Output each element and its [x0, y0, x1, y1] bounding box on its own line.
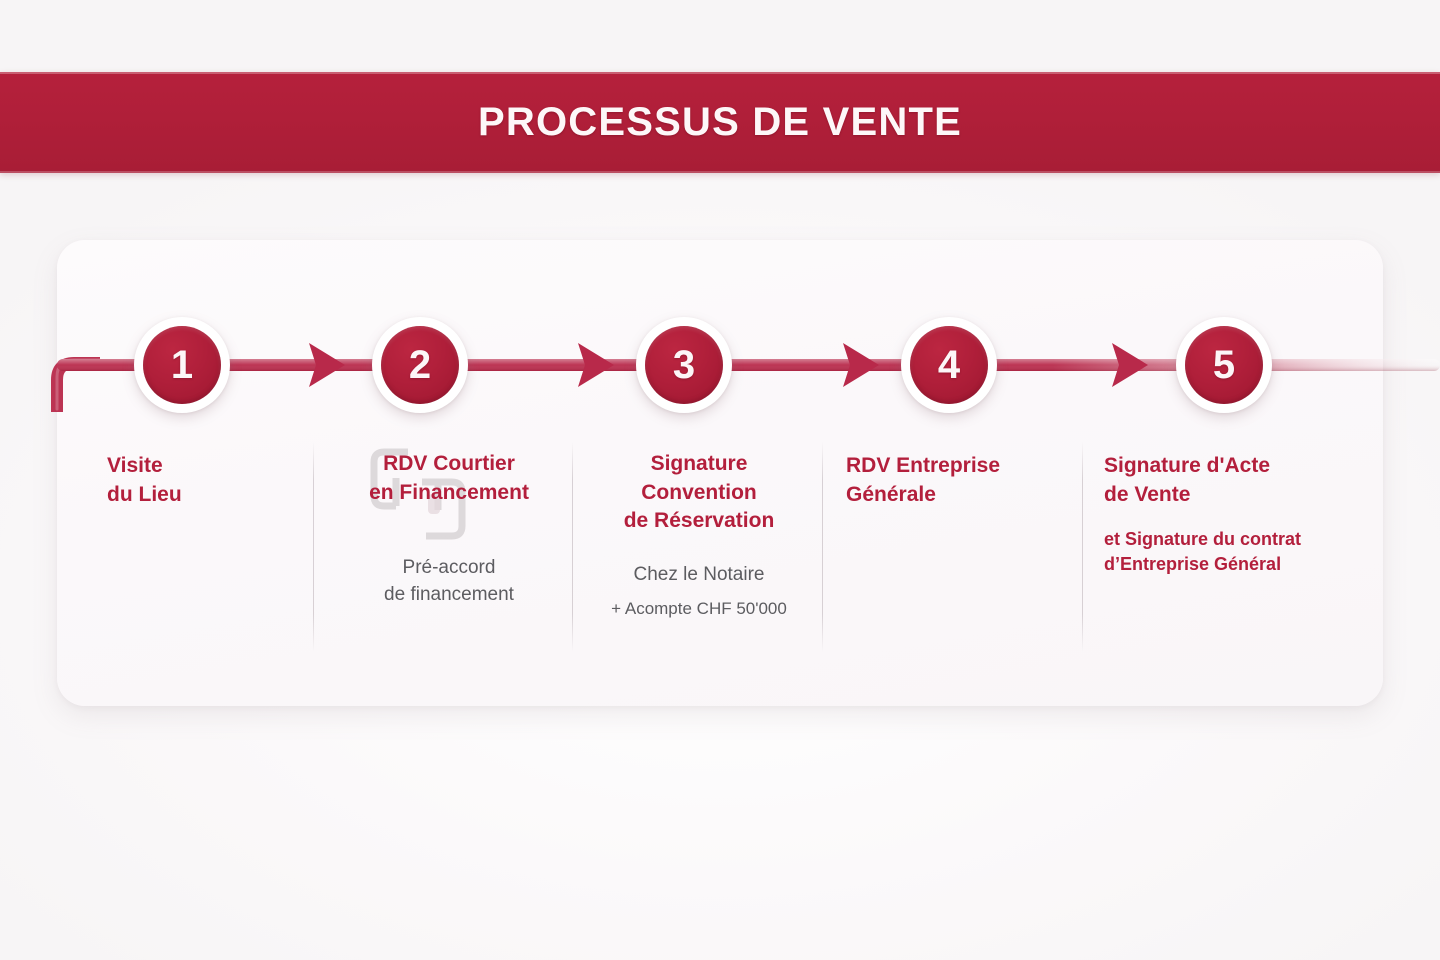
step-circle-3[interactable]: 3 — [636, 317, 732, 413]
step-title-1: Visite du Lieu — [107, 454, 182, 506]
page-title: PROCESSUS DE VENTE — [478, 100, 962, 144]
column-separator-4 — [1082, 442, 1083, 652]
step-title-5: Signature d'Acte de Vente — [1104, 454, 1271, 506]
process-card — [57, 240, 1383, 706]
step-subtitle-5: et Signature du contrat d’Entreprise Gén… — [1104, 529, 1302, 575]
step-circle-fill-5: 5 — [1185, 326, 1263, 404]
step-column-2: RDV Courtier en Financement Pré-accord d… — [334, 450, 564, 609]
step-circle-fill-3: 3 — [645, 326, 723, 404]
step-column-5: Signature d'Acte de Vente et Signature d… — [1104, 452, 1404, 577]
header-band: PROCESSUS DE VENTE — [0, 72, 1440, 173]
step-subtitle-3b: + Acompte CHF 50'000 — [611, 598, 787, 618]
step-title-2: RDV Courtier en Financement — [369, 452, 529, 504]
step-subtitle-2: Pré-accord de financement — [384, 557, 514, 606]
step-number-1: 1 — [170, 343, 194, 387]
column-separator-1 — [313, 442, 314, 652]
step-circle-1[interactable]: 1 — [134, 317, 230, 413]
step-column-3: Signature Convention de Réservation Chez… — [588, 450, 810, 621]
step-number-4: 4 — [937, 343, 961, 387]
column-separator-2 — [572, 442, 573, 652]
step-title-4: RDV Entreprise Générale — [846, 454, 1001, 506]
step-subtitle-3: Chez le Notaire — [633, 563, 765, 585]
step-number-2: 2 — [408, 343, 432, 387]
step-circle-4[interactable]: 4 — [901, 317, 997, 413]
step-title-3: Signature Convention de Réservation — [623, 452, 775, 533]
step-circle-fill-1: 1 — [143, 326, 221, 404]
step-circle-fill-2: 2 — [381, 326, 459, 404]
step-circle-2[interactable]: 2 — [372, 317, 468, 413]
column-separator-3 — [822, 442, 823, 652]
step-circle-5[interactable]: 5 — [1176, 317, 1272, 413]
step-circle-fill-4: 4 — [910, 326, 988, 404]
step-number-3: 3 — [672, 343, 696, 387]
step-column-4: RDV Entreprise Générale — [846, 452, 1070, 509]
step-column-1: Visite du Lieu — [107, 452, 297, 509]
step-number-5: 5 — [1212, 343, 1236, 387]
